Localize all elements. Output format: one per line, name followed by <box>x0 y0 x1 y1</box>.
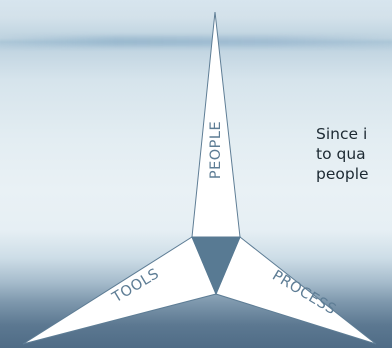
horizon-streak <box>0 36 392 46</box>
intro-text: Since i to qua people <box>316 124 369 184</box>
intro-text-line-3: people <box>316 165 369 183</box>
center-triangle <box>191 236 241 296</box>
intro-text-line-2: to qua <box>316 145 366 163</box>
people-label: PEOPLE <box>208 121 224 179</box>
intro-text-line-1: Since i <box>316 125 368 143</box>
